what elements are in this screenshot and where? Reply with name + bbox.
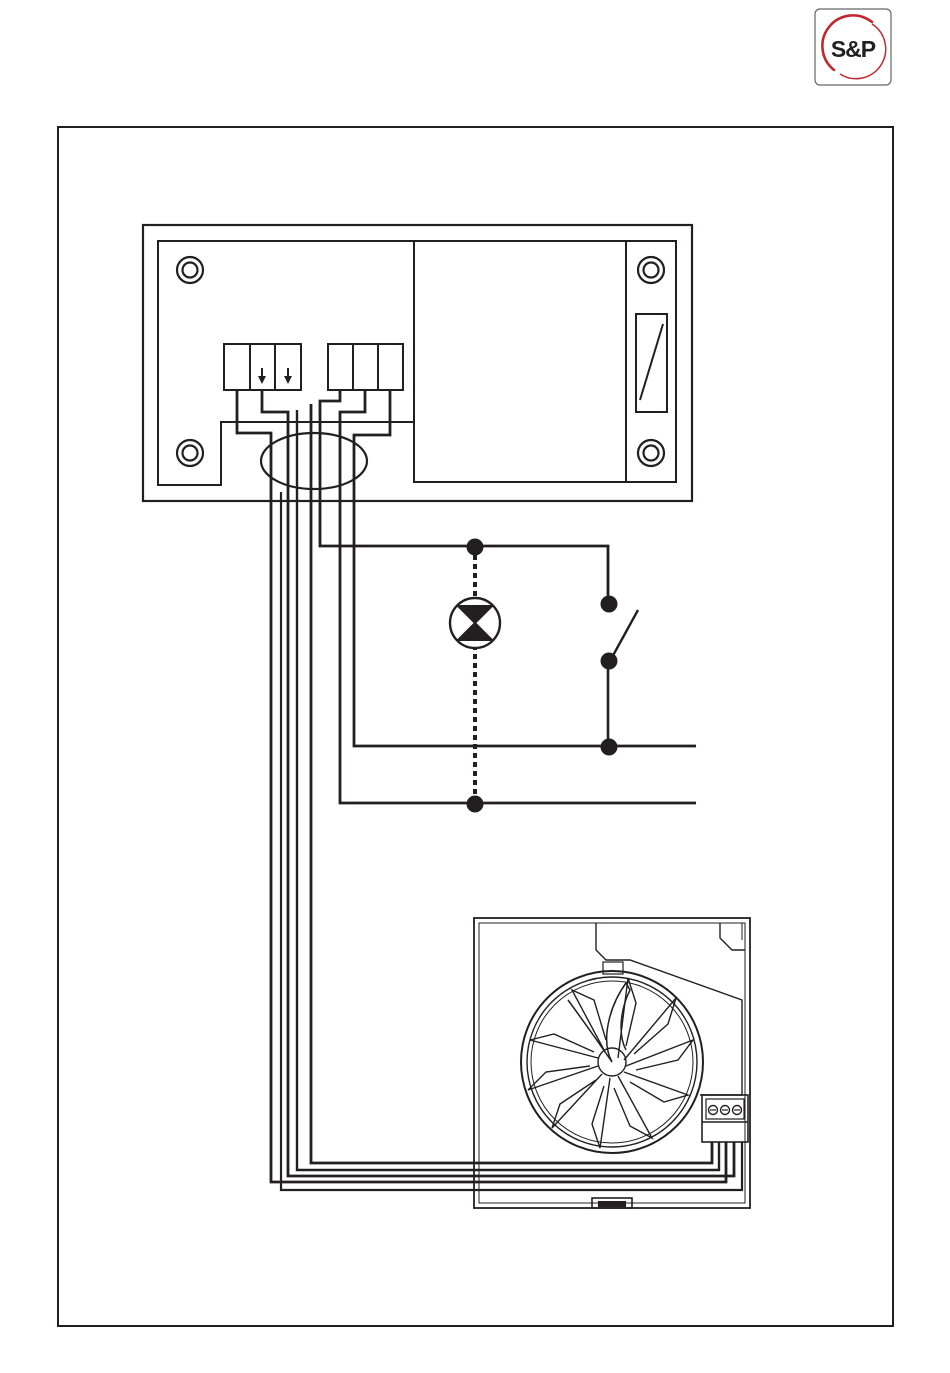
- earth-arrow-icon: [284, 368, 292, 384]
- terminal-block-earth: [224, 344, 301, 390]
- earth-arrow-icon: [258, 368, 266, 384]
- junction-dot: [601, 596, 618, 613]
- junction-dot: [601, 653, 618, 670]
- switch-icon: [608, 610, 638, 746]
- junction-dot: [467, 796, 484, 813]
- screw-hole-icon: [177, 440, 203, 466]
- screw-hole-icon: [638, 440, 664, 466]
- screw-hole-icon: [638, 257, 664, 283]
- control-unit: [143, 225, 692, 501]
- fan-unit: [474, 918, 750, 1208]
- indicator-lamp-icon: [450, 598, 500, 648]
- fuse-icon: [636, 314, 667, 412]
- cable-gland: [261, 433, 367, 489]
- screw-hole-icon: [177, 257, 203, 283]
- junction-dot: [601, 739, 618, 756]
- junction-dot: [467, 539, 484, 556]
- terminal-block-lnx: [328, 344, 403, 390]
- internal-wires: [237, 390, 742, 1190]
- fan-terminal-block: [702, 1095, 748, 1142]
- fan-impeller-icon: [521, 971, 703, 1153]
